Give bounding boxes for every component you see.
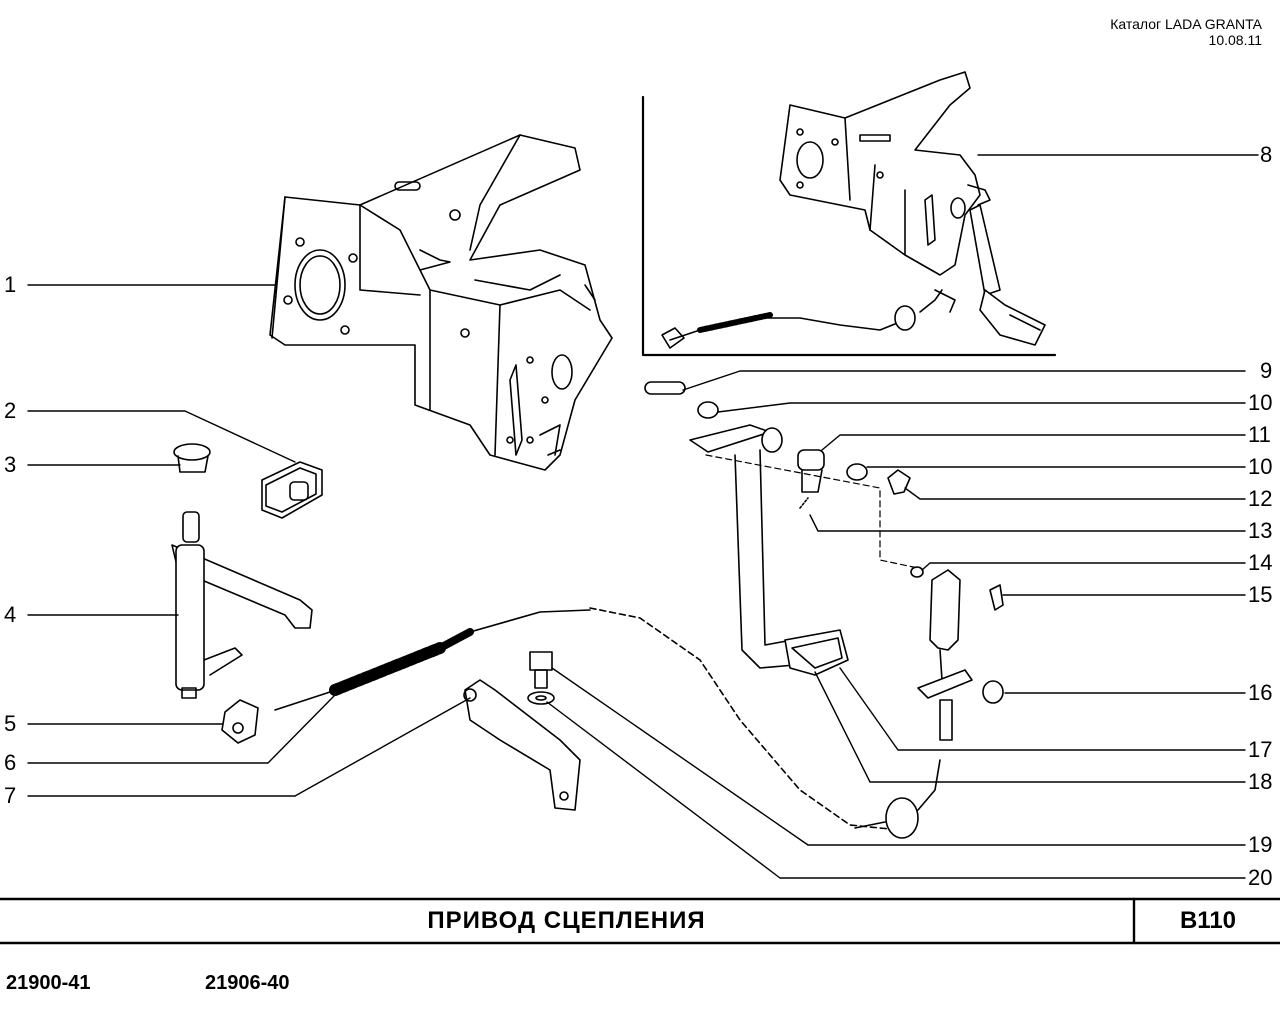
shaft-lever-drawing [171, 511, 313, 699]
catalog-date: 10.08.11 [1208, 32, 1262, 48]
callout-4: 4 [4, 602, 17, 627]
callout-1: 1 [4, 272, 17, 297]
model-variant-1: 21900-41 [6, 972, 91, 994]
callout-18: 18 [1248, 769, 1273, 794]
model-variant-2: 21906-40 [205, 972, 290, 994]
support-bracket-drawing [463, 679, 581, 811]
inset-frame [641, 95, 1057, 357]
footer-rules [0, 897, 1280, 945]
callout-19: 19 [1248, 832, 1273, 857]
callout-13: 13 [1248, 518, 1273, 543]
clutch-pedal-drawing [644, 381, 1004, 741]
callout-10b: 10 [1248, 454, 1273, 479]
callout-14: 14 [1248, 550, 1273, 575]
callout-17: 17 [1248, 737, 1273, 762]
callout-2: 2 [4, 398, 17, 423]
diagram-title: ПРИВОД СЦЕПЛЕНИЯ [427, 907, 706, 934]
catalog-name: Каталог LADA GRANTA [1110, 16, 1262, 32]
callout-10a: 10 [1248, 390, 1273, 415]
callout-11: 11 [1248, 422, 1271, 447]
bolt-washer-drawing [527, 651, 555, 705]
cable-drawing [274, 607, 941, 839]
callout-9: 9 [1260, 358, 1273, 383]
plug-drawing [173, 443, 211, 473]
callout-12: 12 [1248, 486, 1273, 511]
page-code: B110 [1179, 907, 1237, 934]
pedal-bracket-drawing [269, 134, 613, 471]
leader-lines [27, 154, 1259, 879]
clip-drawing [221, 699, 259, 744]
callout-6: 6 [4, 750, 17, 775]
callout-8: 8 [1260, 142, 1273, 167]
callout-5: 5 [4, 711, 17, 736]
callout-15: 15 [1248, 582, 1273, 607]
callout-3: 3 [4, 452, 17, 477]
callout-7: 7 [4, 783, 17, 808]
inset-assembly-drawing [661, 71, 1046, 349]
catalog-header: Каталог LADA GRANTA 10.08.11 [1110, 16, 1262, 48]
pad-drawing [261, 461, 323, 519]
callout-16: 16 [1248, 680, 1273, 705]
callout-20: 20 [1248, 865, 1273, 890]
